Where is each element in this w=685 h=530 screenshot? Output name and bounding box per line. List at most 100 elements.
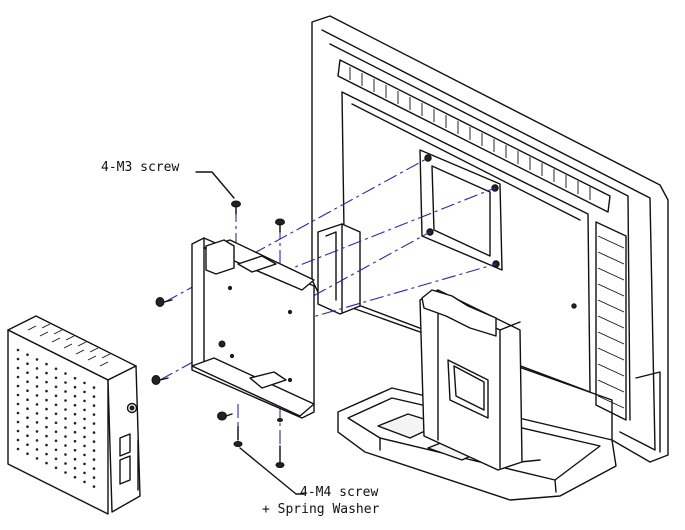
vent-hole	[73, 412, 77, 416]
top-vent-slots	[27, 323, 111, 367]
vent-hole	[73, 430, 77, 434]
screw-m4-2	[233, 425, 243, 447]
m4-screw-label: 4-M4 screw	[300, 485, 379, 500]
monitor-stand	[337, 289, 617, 501]
vent-hole	[16, 375, 20, 379]
vent-hole	[35, 394, 39, 397]
side-vent-grille	[595, 221, 627, 421]
vent-hole	[54, 466, 58, 470]
vent-hole	[26, 434, 29, 438]
vent-hole	[35, 385, 39, 388]
vent-hole	[83, 462, 86, 466]
screw-m3-1	[231, 200, 241, 215]
vent-hole	[92, 485, 96, 488]
vent-hole	[35, 421, 39, 424]
vent-hole	[83, 390, 86, 394]
vent-hole	[45, 443, 48, 447]
vent-hole	[54, 421, 58, 425]
vent-hole	[45, 362, 48, 366]
vent-hole	[64, 426, 67, 429]
vent-hole	[16, 366, 20, 370]
vent-hole	[45, 380, 48, 384]
vent-hole	[16, 348, 20, 352]
vent-hole	[83, 471, 86, 475]
vent-hole	[16, 402, 20, 406]
vent-hole	[45, 434, 48, 438]
vent-hole	[64, 381, 67, 384]
vent-hole	[54, 394, 58, 398]
monitor-hinge-block	[317, 223, 361, 315]
vent-hole	[64, 372, 67, 375]
vent-hole	[45, 389, 48, 393]
vent-hole	[64, 417, 67, 420]
vent-hole	[26, 443, 29, 447]
vent-hole	[73, 421, 77, 425]
vent-hole	[26, 407, 29, 411]
vent-hole	[73, 403, 77, 407]
vent-hole	[45, 461, 48, 465]
vent-hole	[26, 362, 29, 366]
vent-hole	[92, 422, 96, 425]
m4-screws	[217, 411, 285, 468]
vent-hole	[54, 403, 58, 407]
monitor	[311, 15, 669, 463]
vent-hole	[54, 439, 58, 443]
vent-hole	[92, 440, 96, 443]
vent-hole	[35, 430, 39, 433]
vent-hole	[16, 384, 20, 388]
spring-washer-label: + Spring Washer	[262, 502, 380, 517]
vent-hole	[64, 444, 67, 447]
vent-hole	[83, 426, 86, 430]
m3-screw-label: 4-M3 screw	[101, 160, 180, 175]
vent-hole	[92, 386, 96, 389]
vent-hole	[73, 376, 77, 380]
vent-hole	[35, 448, 39, 451]
vent-hole	[64, 408, 67, 411]
vent-hole	[16, 447, 20, 451]
mini-pc	[7, 315, 141, 515]
screw-m3-2	[275, 218, 285, 233]
vent-hole	[64, 453, 67, 456]
front-vent-grille	[16, 348, 96, 488]
vent-hole	[45, 452, 48, 456]
vent-hole	[54, 367, 58, 371]
vent-hole	[26, 452, 29, 456]
vent-hole	[83, 417, 86, 421]
vent-hole	[45, 398, 48, 402]
vent-hole	[26, 425, 29, 429]
vent-hole	[35, 367, 39, 370]
vesa-mount-recess	[419, 149, 503, 271]
vent-hole	[92, 449, 96, 452]
vent-hole	[64, 462, 67, 465]
screw-m4-3	[275, 445, 285, 468]
vent-hole	[83, 399, 86, 403]
vent-hole	[92, 413, 96, 416]
screw-m3-3	[155, 297, 173, 307]
vent-hole	[73, 457, 77, 461]
vent-hole	[35, 376, 39, 379]
vent-hole	[83, 480, 86, 484]
vent-hole	[16, 420, 20, 424]
vent-hole	[83, 453, 86, 457]
vent-hole	[92, 467, 96, 470]
vent-hole	[54, 448, 58, 452]
vent-hole	[16, 438, 20, 442]
screw-m4-1	[217, 411, 233, 421]
vent-hole	[92, 458, 96, 461]
vent-hole	[83, 444, 86, 448]
vent-hole	[26, 371, 29, 375]
vent-hole	[16, 429, 20, 433]
vent-hole	[92, 404, 96, 407]
leader-lines	[195, 171, 305, 495]
vent-hole	[35, 412, 39, 415]
vent-hole	[64, 471, 67, 474]
vent-hole	[54, 412, 58, 416]
vent-hole	[92, 431, 96, 434]
vent-hole	[26, 353, 29, 357]
vent-hole	[83, 408, 86, 412]
vent-hole	[16, 357, 20, 361]
vent-hole	[92, 476, 96, 479]
vent-hole	[73, 466, 77, 470]
